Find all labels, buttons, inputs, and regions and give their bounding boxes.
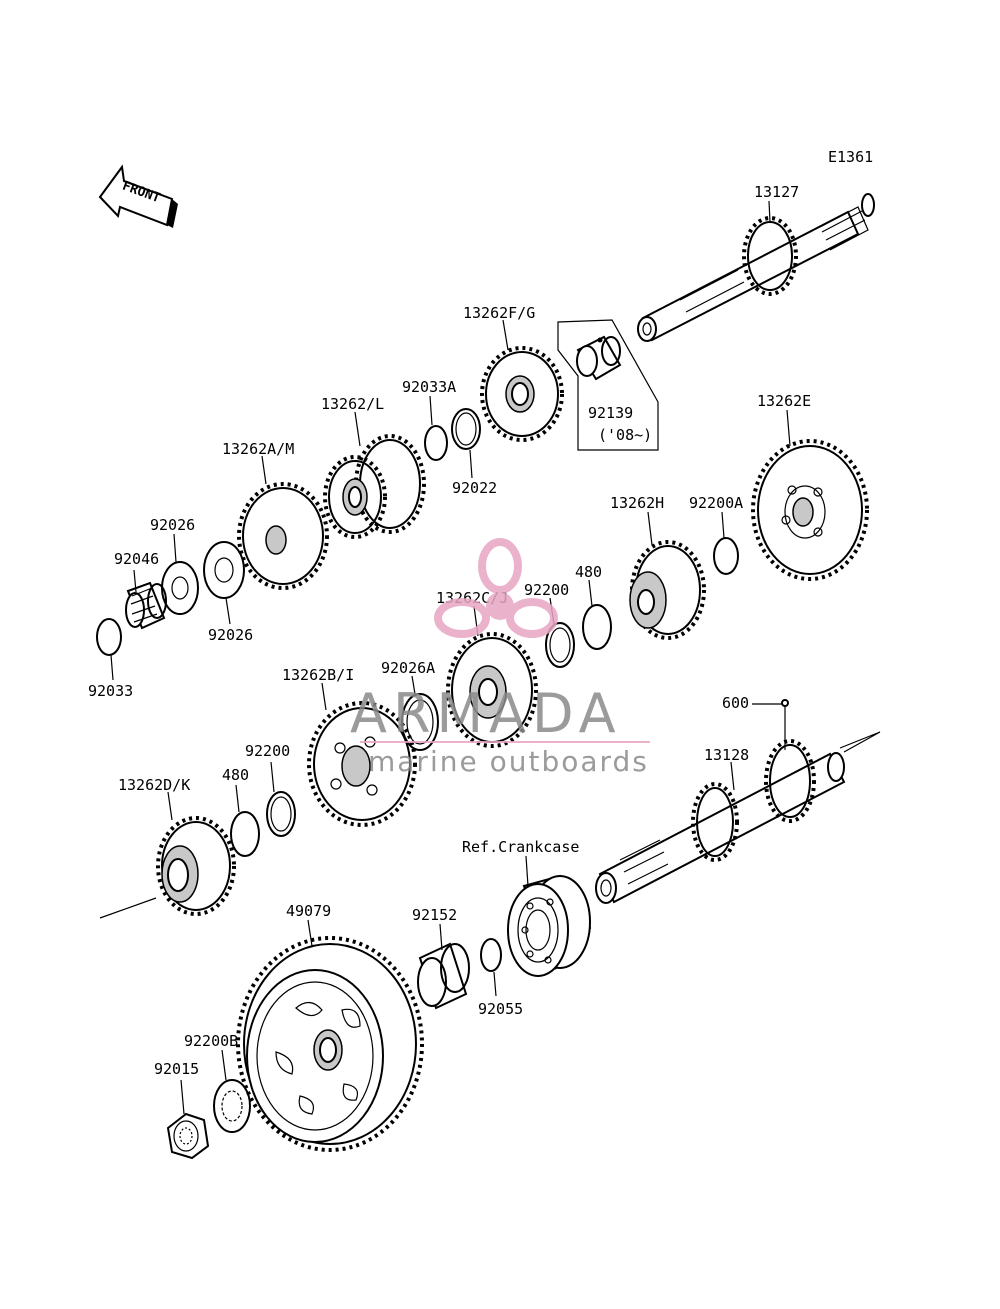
gear-13262h (629, 540, 706, 640)
leader-92152 (439, 923, 443, 951)
axis-arrow-right (839, 731, 881, 753)
label-13262am: 13262A/M (222, 440, 294, 458)
bearing-crankcase (507, 874, 592, 977)
gear-13262bi (307, 701, 417, 827)
label-92200a: 92200A (689, 494, 743, 512)
ring-92033 (96, 618, 122, 656)
leader-480-bottom (235, 784, 240, 813)
leader-13262am (261, 455, 267, 485)
label-480-bottom: 480 (222, 766, 249, 784)
label-92200b: 92200B (184, 1032, 238, 1050)
leader-13262l (354, 411, 361, 447)
label-92046: 92046 (114, 550, 159, 568)
leader-13262h (647, 511, 653, 546)
ring-92055 (480, 938, 502, 972)
gear-13262dk (156, 816, 236, 916)
washer-92026a (401, 693, 439, 751)
label-92033a: 92033A (402, 378, 456, 396)
leader-92026-top (173, 533, 177, 563)
label-92015: 92015 (154, 1060, 199, 1078)
label-49079: 49079 (286, 902, 331, 920)
year-note: ('08~) (598, 426, 652, 444)
label-13128: 13128 (704, 746, 749, 764)
propeller-logo-icon (434, 538, 558, 638)
leader-ref-crankcase (525, 855, 529, 887)
bushing-92139 (576, 335, 622, 381)
label-92055: 92055 (478, 1000, 523, 1018)
label-92026a: 92026A (381, 659, 435, 677)
label-13262bi: 13262B/I (282, 666, 354, 684)
output-shaft-13128 (595, 739, 846, 904)
washer-92200b (213, 1079, 251, 1133)
label-13262l: 13262/L (321, 395, 384, 413)
washer-92026-bottom (203, 541, 245, 599)
label-480-top: 480 (575, 563, 602, 581)
label-ref-crankcase: Ref.Crankcase (462, 838, 579, 856)
leader-480-top (588, 579, 593, 607)
collar-92152 (417, 942, 470, 1010)
gear-49079 (236, 936, 424, 1152)
ring-92200-bottom (266, 791, 296, 837)
label-92026-bottom: 92026 (208, 626, 253, 644)
label-13262h: 13262H (610, 494, 664, 512)
nut-92015 (166, 1112, 210, 1160)
input-shaft-13127 (637, 193, 875, 342)
leader-13262bi (321, 682, 327, 711)
ring-92200-top (545, 622, 575, 668)
leader-92200b (221, 1049, 227, 1081)
leader-92033a (429, 395, 433, 426)
gear-13262l (323, 434, 426, 539)
bracket-92139 (557, 319, 659, 451)
leader-92200-bottom (270, 761, 275, 793)
leader-13128 (730, 761, 735, 791)
label-92033: 92033 (88, 682, 133, 700)
watermark-tagline: marine outboards (368, 745, 649, 778)
gear-13262fg (480, 346, 564, 442)
washer-92026-top (161, 561, 199, 615)
ring-92033a (424, 425, 448, 461)
axis-line-left (99, 897, 157, 919)
leader-92022 (469, 449, 473, 479)
leader-92033 (110, 654, 114, 681)
ring-92022 (451, 408, 481, 450)
label-13262fg: 13262F/G (463, 304, 535, 322)
label-92200-bottom: 92200 (245, 742, 290, 760)
gear-13262e (751, 439, 869, 581)
leader-92015 (180, 1079, 185, 1115)
leader-92046 (133, 569, 137, 593)
point-600 (781, 699, 789, 707)
label-92022: 92022 (452, 479, 497, 497)
leader-13127 (768, 200, 771, 223)
diagram-code: E1361 (828, 148, 873, 166)
leader-13262fg (502, 319, 509, 351)
label-13127: 13127 (754, 183, 799, 201)
needle-bearing-92046 (125, 581, 167, 630)
leader-13262dk (167, 791, 173, 821)
ring-480-top (582, 604, 612, 650)
leader-92200a (721, 511, 725, 539)
label-92200-top: 92200 (524, 581, 569, 599)
watermark: ARMADA marine outboards (350, 538, 650, 778)
leader-92055 (493, 971, 497, 997)
leader-92026-bottom (225, 597, 231, 625)
watermark-brand: ARMADA (350, 682, 622, 745)
ring-92200a (713, 537, 739, 575)
leader-13262e (786, 409, 791, 447)
label-13262dk: 13262D/K (118, 776, 190, 794)
label-13262e: 13262E (757, 392, 811, 410)
gear-13262cj (446, 632, 538, 748)
label-600: 600 (722, 694, 749, 712)
gear-13262am (237, 482, 329, 590)
label-92026-top: 92026 (150, 516, 195, 534)
ring-480-bottom (230, 811, 260, 857)
label-92152: 92152 (412, 906, 457, 924)
leader-49079 (307, 919, 313, 947)
leader-92026a (411, 675, 416, 695)
label-92139: 92139 (588, 404, 633, 422)
front-arrow-icon: FRONT (98, 164, 178, 228)
